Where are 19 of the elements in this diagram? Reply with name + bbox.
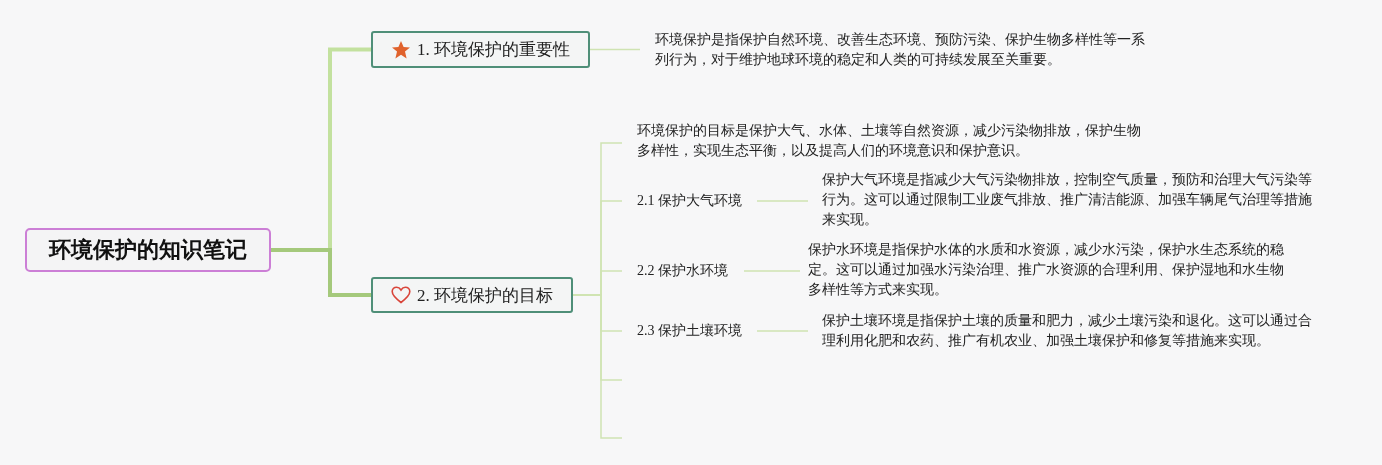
note-text: 保护土壤环境是指保护土壤的质量和肥力，减少土壤污染和退化。这可以通过合理利用化肥和农药、推广有机农业、加强土壤保护和修复等措施来实现。 — [808, 311, 1323, 351]
topic-label: 2. 环境保护的目标 — [417, 284, 553, 307]
note-text: 环境保护是指保护自然环境、改善生态环境、预防污染、保护生物多样性等一系列行为，对于维护地球环境的稳定和人类的可持续发展至关重要。 — [640, 30, 1148, 70]
note-text: 保护大气环境是指减少大气污染物排放，控制空气质量，预防和治理大气污染等行为。这可以通过限制工业废气排放、推广清洁能源、加强车辆尾气治理等措施来实现。 — [808, 170, 1323, 230]
branch-line — [756, 200, 809, 202]
branch-line — [572, 294, 623, 439]
topic-box — [371, 31, 590, 68]
branch-line — [743, 270, 801, 272]
subtopic-label: 2.1 保护大气环境 — [622, 190, 757, 212]
topic-box — [371, 277, 573, 313]
root-topic-box: 环境保护的知识笔记 — [25, 228, 271, 272]
note-text: 保护水环境是指保护水体的水质和水资源，减少水污染，保护水生态系统的稳定。这可以通过加强水污染治理、推广水资源的合理利用、保护湿地和水生物多样性等方式来实现。 — [800, 240, 1296, 300]
note-text: 环境保护的目标是保护大气、水体、土壤等自然资源，减少污染物排放，保护生物多样性，实现生态平衡，以及提高人们的环境意识和保护意识。 — [622, 121, 1152, 161]
branch-line — [271, 248, 371, 297]
topic-label: 1. 环境保护的重要性 — [417, 39, 570, 61]
subtopic-label: 2.3 保护土壤环境 — [622, 320, 757, 342]
branch-line — [756, 330, 809, 332]
branch-line — [589, 48, 641, 51]
subtopic-label: 2.2 保护水环境 — [622, 260, 744, 282]
